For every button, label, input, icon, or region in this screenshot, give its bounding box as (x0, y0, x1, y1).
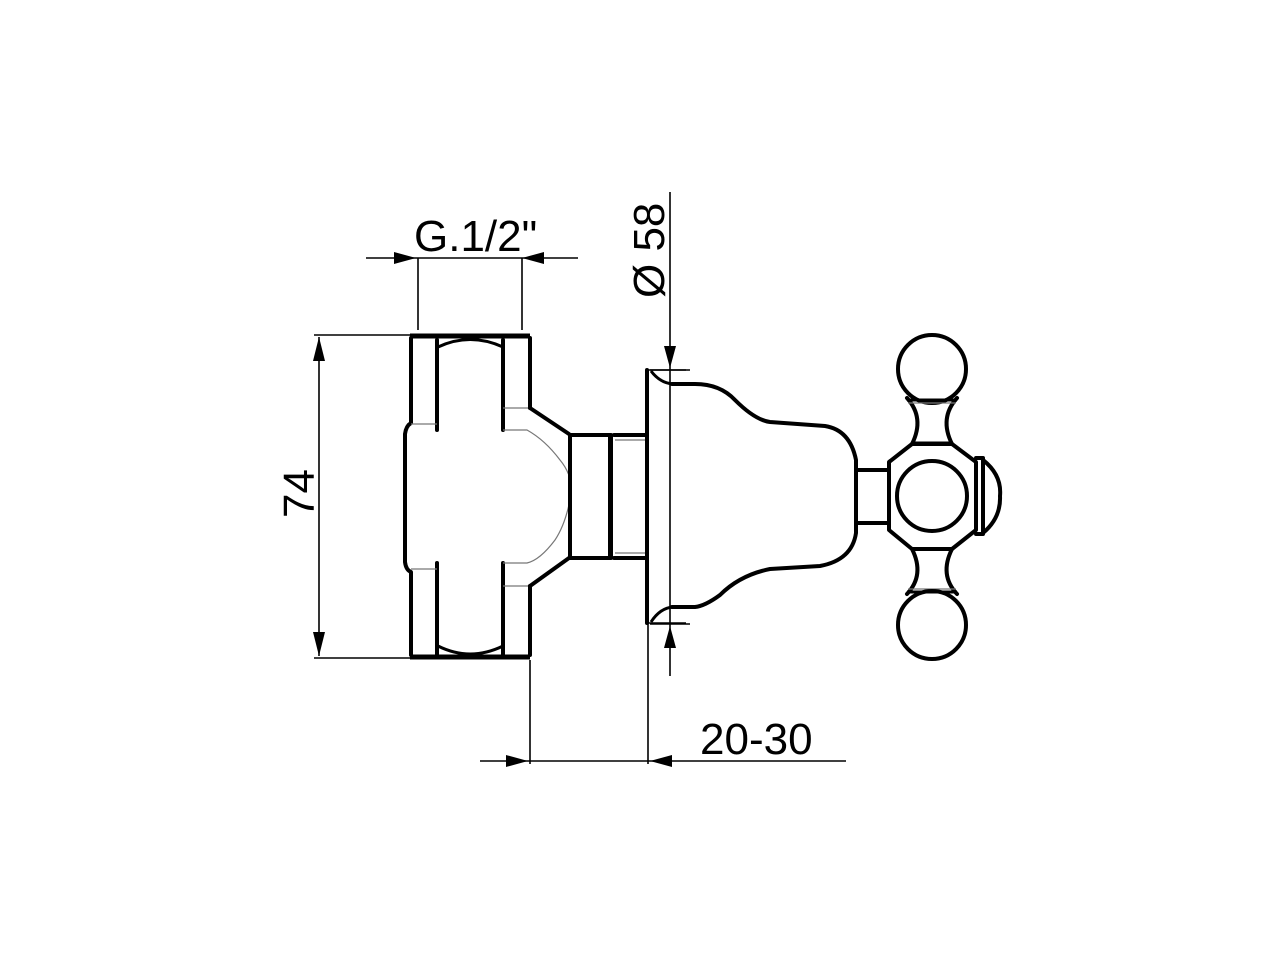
height-dimension: 74 (275, 334, 412, 659)
stem (855, 468, 890, 525)
thread-dimension: G.1/2" (366, 212, 578, 330)
cross-handle (887, 333, 1003, 661)
spigot-nut (568, 433, 648, 560)
depth-dimension: 20-30 (480, 624, 846, 767)
diameter-dimension: Ø 58 (625, 192, 690, 676)
bell-cover (670, 382, 858, 609)
valve-body (403, 333, 572, 660)
height-label: 74 (275, 469, 324, 518)
depth-label: 20-30 (700, 715, 813, 764)
escutcheon-plate (645, 368, 686, 625)
diameter-label: Ø 58 (625, 203, 674, 298)
thread-size-label: G.1/2" (414, 212, 537, 261)
